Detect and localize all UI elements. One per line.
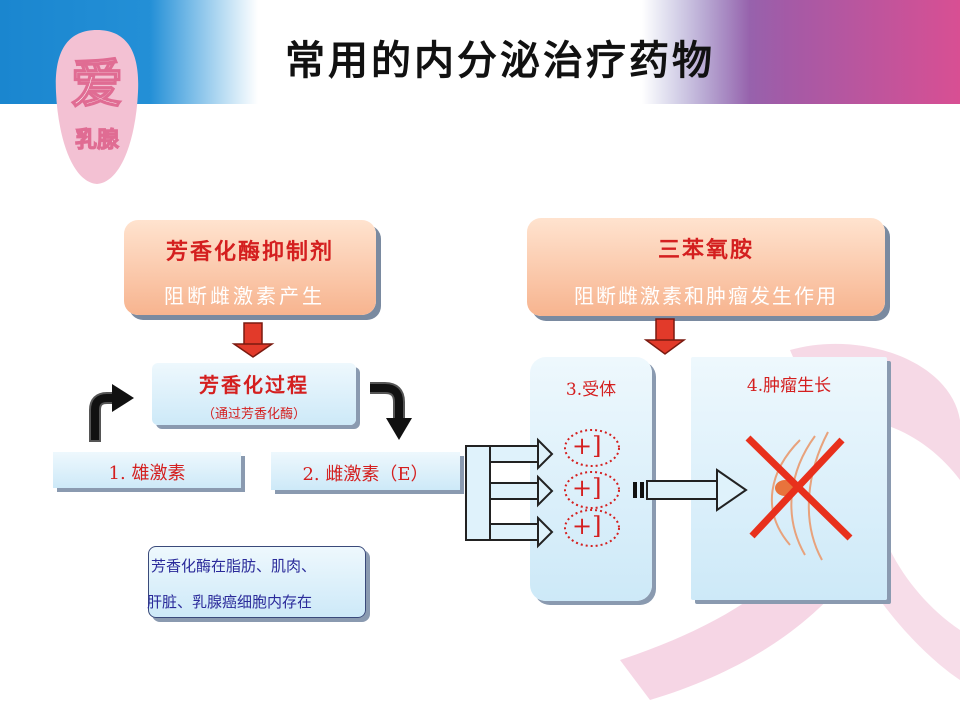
receptor-site-1: +] xyxy=(562,428,622,468)
estrogen-label: 2. 雌激素（E） xyxy=(302,464,429,485)
receptor-site-2: +] xyxy=(562,470,622,510)
tamoxifen-subtitle: 阻断雌激素和肿瘤发生作用 xyxy=(574,284,838,308)
aromatase-inhibitor-title: 芳香化酶抑制剂 xyxy=(165,239,334,265)
aromatase-inhibitor-subtitle: 阻断雌激素产生 xyxy=(164,284,325,308)
receptor-title: 3.受体 xyxy=(565,380,617,400)
tamoxifen-box: 三苯氧胺 阻断雌激素和肿瘤发生作用 xyxy=(527,218,885,316)
note-line-1: 芳香化酶在脂肪、肌肉、 xyxy=(151,557,317,575)
logo-text-top: 爱 xyxy=(71,55,123,115)
curved-up-arrow-icon xyxy=(89,384,134,442)
right-arrow-icon xyxy=(633,468,748,512)
tamoxifen-title: 三苯氧胺 xyxy=(657,237,754,263)
aromatization-process-box: 芳香化过程 （通过芳香化酶） xyxy=(152,363,356,425)
androgen-box: 1. 雄激素 xyxy=(53,452,241,488)
tumor-crossed-out-icon xyxy=(745,431,853,561)
aromatization-process-title: 芳香化过程 xyxy=(199,373,309,397)
aromatization-process-subtitle: （通过芳香化酶） xyxy=(201,407,306,422)
note-box: 芳香化酶在脂肪、肌肉、 肝脏、乳腺癌细胞内存在 xyxy=(147,546,366,618)
note-line-2: 肝脏、乳腺癌细胞内存在 xyxy=(147,593,313,611)
receptor-site-3: +] xyxy=(562,508,622,548)
down-arrow-icon xyxy=(231,322,275,358)
receptor-site-symbol: +] xyxy=(572,432,602,460)
down-arrow-icon xyxy=(643,318,687,355)
logo-text-bottom: 乳腺 xyxy=(75,127,120,153)
estrogen-box: 2. 雌激素（E） xyxy=(271,452,460,490)
estrogen-binding-arrows xyxy=(465,437,554,549)
receptor-box: 3.受体 xyxy=(530,357,652,601)
receptor-site-symbol: +] xyxy=(572,474,602,502)
tumor-growth-title: 4.肿瘤生长 xyxy=(746,376,832,396)
header-title-area xyxy=(150,0,750,104)
aromatase-inhibitor-box: 芳香化酶抑制剂 阻断雌激素产生 xyxy=(124,220,376,315)
receptor-site-symbol: +] xyxy=(572,512,602,540)
androgen-label: 1. 雄激素 xyxy=(108,463,186,484)
slide-title: 常用的内分泌治疗药物 xyxy=(285,37,715,84)
curved-down-arrow-icon xyxy=(370,382,412,440)
logo: 爱 乳腺 xyxy=(52,22,142,187)
